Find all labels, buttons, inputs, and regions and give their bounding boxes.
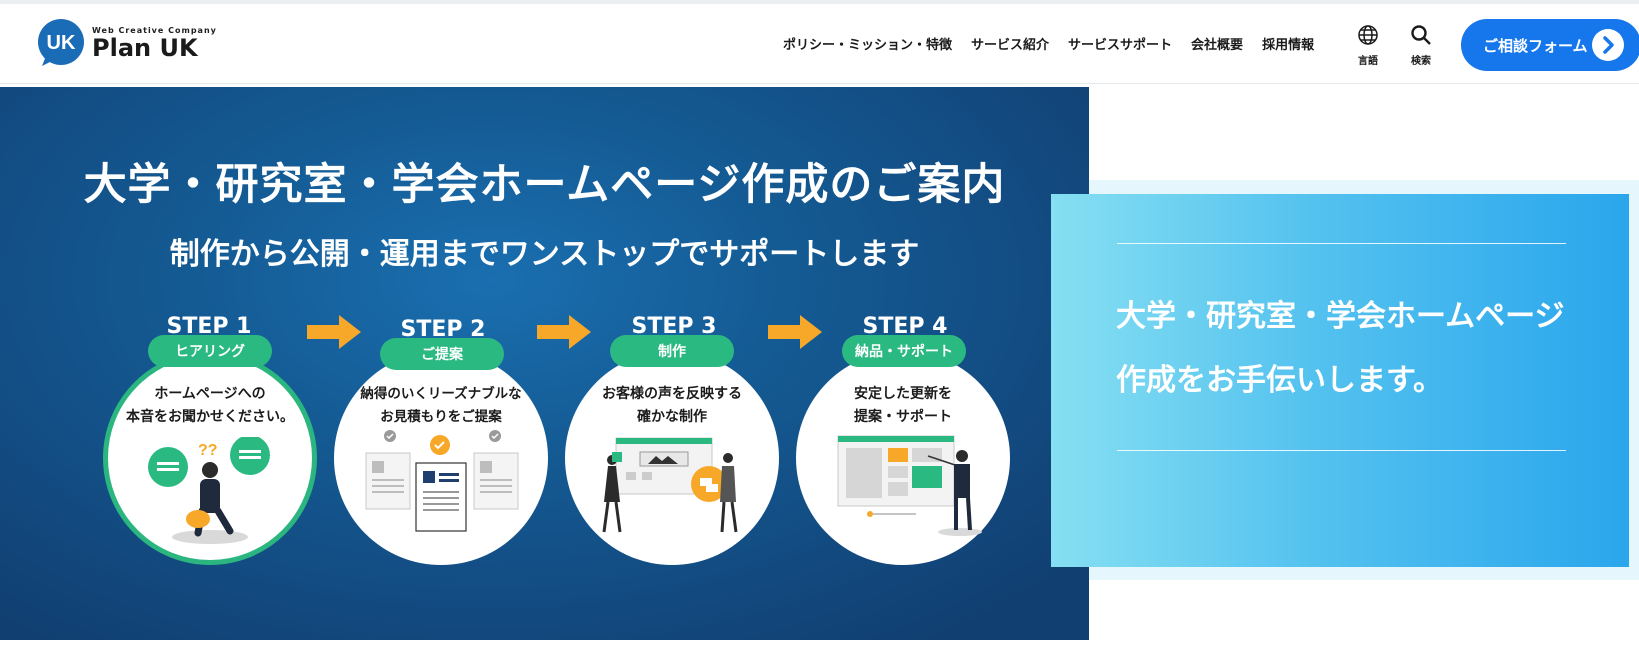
main-nav: ポリシー・ミッション・特徴 サービス紹介 サービスサポート 会社概要 採用情報 xyxy=(783,34,1333,53)
step-2-label: STEP 2 xyxy=(400,317,486,342)
step-1-label: STEP 1 xyxy=(166,314,252,339)
step-4-pill: 納品・サポート xyxy=(842,335,966,367)
search-icon xyxy=(1410,24,1432,50)
logo-mark-icon: UK xyxy=(36,18,86,68)
banner-subtitle: 制作から公開・運用までワンストップでサポートします xyxy=(169,237,920,272)
cta-label: ご相談フォーム xyxy=(1483,36,1588,55)
step-4-description: 安定した更新を 提案・サポート xyxy=(854,386,952,425)
step-3-description: お客様の声を反映する 確かな制作 xyxy=(602,386,742,425)
svg-text:??: ?? xyxy=(198,442,218,459)
nav-policy[interactable]: ポリシー・ミッション・特徴 xyxy=(783,38,953,53)
support-illustration xyxy=(837,435,982,536)
search-button[interactable]: 検索 xyxy=(1401,24,1441,67)
step-4-label: STEP 4 xyxy=(862,314,948,339)
top-border xyxy=(0,0,1639,4)
step-1-description: ホームページへの 本音をお聞かせください。 xyxy=(126,386,294,425)
nav-services[interactable]: サービス紹介 xyxy=(971,38,1050,53)
globe-icon xyxy=(1357,24,1379,50)
step-2-description: 納得のいくリーズナブルな お見積もりをご提案 xyxy=(360,386,522,425)
hero-banner: 大学・研究室・学会ホームページ作成のご案内 制作から公開・運用までワンストップで… xyxy=(0,87,1089,640)
card-divider-bottom xyxy=(1117,450,1566,451)
language-label: 言語 xyxy=(1358,56,1378,67)
nav-recruit[interactable]: 採用情報 xyxy=(1262,38,1315,53)
site-logo[interactable]: UK Web Creative Company Plan UK xyxy=(36,18,217,68)
site-header: UK Web Creative Company Plan UK ポリシー・ミッシ… xyxy=(0,4,1639,84)
step-1-pill: ヒアリング xyxy=(148,335,272,367)
arrow-right-icon xyxy=(768,315,822,349)
logo-tagline: Web Creative Company xyxy=(92,25,217,35)
card-divider-top xyxy=(1117,243,1566,244)
intro-card xyxy=(1051,194,1629,567)
intro-card-text: 大学・研究室・学会ホームページ作成をお手伝いします。 xyxy=(1116,299,1565,398)
arrow-right-icon xyxy=(307,315,361,349)
chevron-right-icon xyxy=(1592,29,1624,61)
proposal-illustration xyxy=(365,430,519,532)
step-3-label: STEP 3 xyxy=(631,314,717,339)
language-button[interactable]: 言語 xyxy=(1348,24,1388,67)
arrow-right-icon xyxy=(537,315,591,349)
logo-name: Plan UK xyxy=(92,33,198,62)
step-3-pill: 制作 xyxy=(610,335,734,367)
svg-text:UK: UK xyxy=(47,32,76,54)
banner-title: 大学・研究室・学会ホームページ作成のご案内 xyxy=(83,160,1006,210)
nav-company[interactable]: 会社概要 xyxy=(1191,38,1244,53)
step-2-pill: ご提案 xyxy=(380,338,504,370)
hearing-illustration: ?? xyxy=(148,437,270,544)
nav-service-support[interactable]: サービスサポート xyxy=(1068,38,1173,53)
production-illustration xyxy=(602,437,738,533)
search-label: 検索 xyxy=(1411,56,1431,67)
consultation-form-button[interactable]: ご相談フォーム xyxy=(1461,19,1639,71)
